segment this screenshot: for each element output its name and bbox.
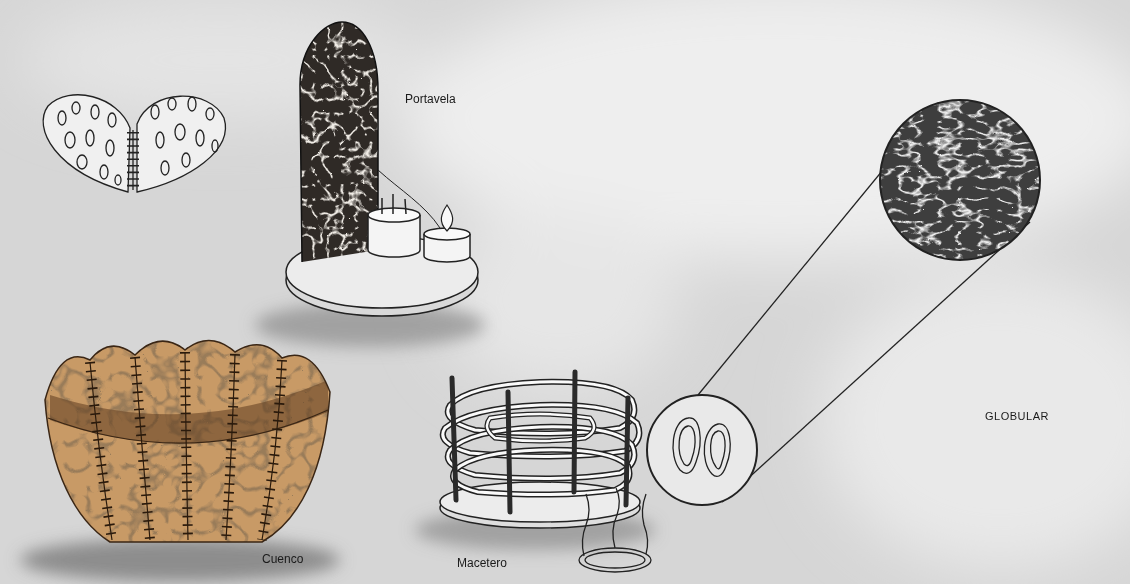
part-label: GLOBULAR xyxy=(985,410,1049,422)
drop-shadows xyxy=(20,303,655,582)
candle-holder-sketch xyxy=(286,15,478,316)
zoom-detail xyxy=(647,95,1045,505)
part-label: Cuenco xyxy=(262,552,303,566)
bowl-sketch xyxy=(40,325,340,550)
planter-sketch xyxy=(440,372,651,572)
background-glow xyxy=(20,0,1130,570)
part-label: Macetero xyxy=(457,556,507,570)
part-label: Portavela xyxy=(405,92,456,106)
stitched-leaf-sketch xyxy=(43,95,225,192)
